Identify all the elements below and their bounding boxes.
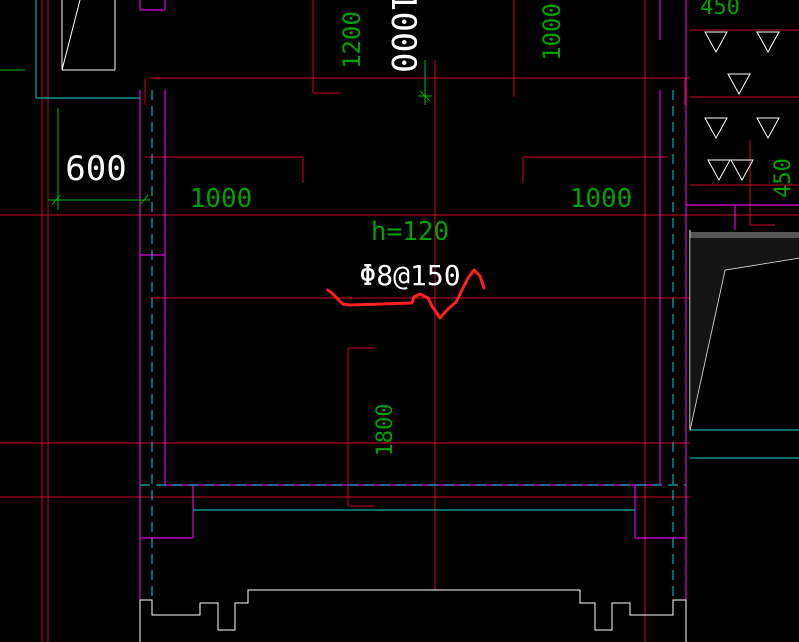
dim-450-top-text: 450 [700,0,740,20]
wall-lines [139,0,799,600]
dimension-lines [48,60,432,210]
rebar-spec-text: Φ8@150 [359,259,460,292]
dim-1000-left-text: 1000 [190,184,253,214]
dim-1800-text: 1800 [373,404,398,457]
dim-1000-right-text: 1000 [570,184,633,214]
dim-1000-top-right-text: 1000 [538,3,566,61]
hatch-triangles [704,31,780,182]
slab-thickness-text: h=120 [371,217,449,247]
dim-1000-top-white-text: 1000 [383,0,423,73]
markup-squiggle [326,268,486,320]
dim-600-text: 600 [65,149,126,189]
dim-450-right-text: 450 [771,158,796,198]
dotted-region [690,232,799,430]
dim-1200-text: 1200 [338,11,366,69]
